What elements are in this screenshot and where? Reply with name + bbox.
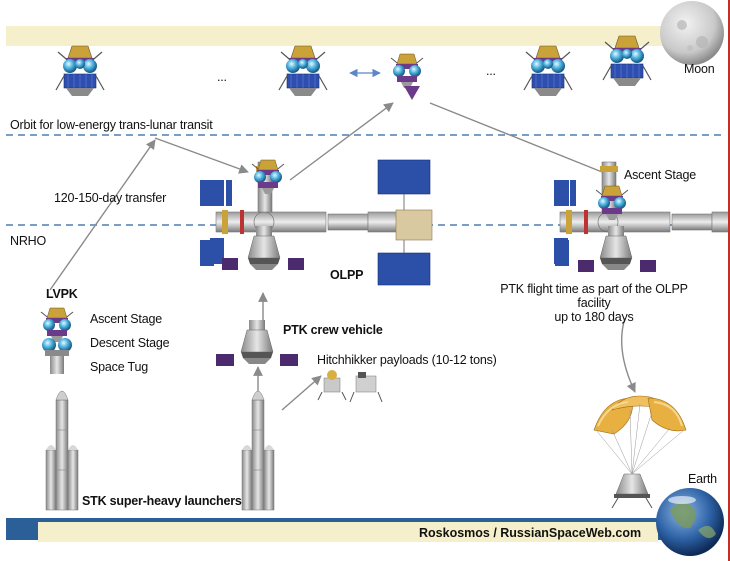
descent-stage-label: Descent Stage xyxy=(90,336,170,350)
ptk-flight-time-line-1: PTK flight time as part of the OLPP faci… xyxy=(500,282,688,310)
earth-label: Earth xyxy=(688,472,717,486)
ascent-stage-right-label: Ascent Stage xyxy=(624,168,696,182)
olpp-station-icon xyxy=(200,159,433,286)
lander-icon-3 xyxy=(523,45,573,97)
orbit-label: Orbit for low-energy trans-lunar transit xyxy=(10,118,213,132)
transfer-label: 120-150-day transfer xyxy=(54,191,167,205)
space-tug-label: Space Tug xyxy=(90,360,148,374)
moon-label: Moon xyxy=(684,62,715,76)
hitchhikker-payloads-label: Hitchhikker payloads (10-12 tons) xyxy=(317,353,497,367)
credit-text: Roskosmos / RussianSpaceWeb.com xyxy=(419,526,642,540)
ptk-crew-vehicle-label: PTK crew vehicle xyxy=(283,323,383,337)
nrho-label: NRHO xyxy=(10,234,47,248)
stk-launcher-icon-center xyxy=(241,390,275,511)
olpp-label: OLPP xyxy=(330,268,364,282)
ptk-flight-time-line-2: up to 180 days xyxy=(554,310,634,324)
ptk-crew-vehicle-icon xyxy=(216,319,298,366)
lander-icon-1 xyxy=(55,45,105,97)
olpp-station-right-icon xyxy=(553,161,728,272)
stk-launcher-icon-left xyxy=(45,390,79,511)
hitchhiker-payloads-icon xyxy=(317,370,383,403)
credit-band xyxy=(38,522,658,542)
lvpk-stack-icon xyxy=(40,307,74,374)
lvpk-label: LVPK xyxy=(46,287,78,301)
landing-capsule-icon xyxy=(611,473,653,509)
lander-icon-2 xyxy=(278,45,328,97)
ascent-stage-label: Ascent Stage xyxy=(90,312,162,326)
trajectory-arrows xyxy=(49,102,636,411)
parachute-icon xyxy=(593,395,687,475)
moon-icon xyxy=(660,1,724,65)
ellipsis-left: ... xyxy=(217,70,227,84)
ascent-stage-icon-moon xyxy=(390,53,424,89)
ellipsis-right: ... xyxy=(486,64,496,78)
moon-band xyxy=(6,26,666,46)
stk-launchers-label: STK super-heavy launchers xyxy=(82,494,242,508)
ptk-flight-time-label: PTK flight time as part of the OLPP faci… xyxy=(494,282,694,324)
